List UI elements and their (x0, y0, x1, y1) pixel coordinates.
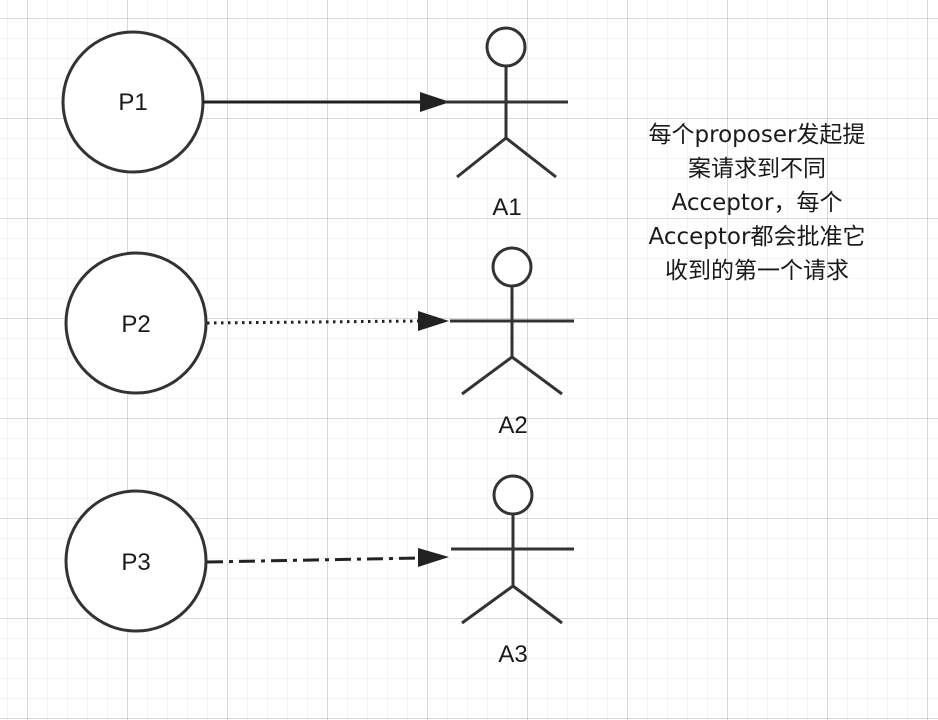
actor-right-leg (512, 584, 563, 625)
arrowhead (418, 311, 449, 331)
proposer-label: P2 (121, 311, 150, 338)
acceptor-a1[interactable]: A1 (445, 26, 568, 221)
proposer-p3[interactable]: P3 (64, 489, 208, 633)
proposer-circle (64, 251, 208, 395)
proposer-label: P3 (121, 549, 150, 576)
proposer-p1[interactable]: P1 (61, 30, 205, 174)
proposer-label: P1 (118, 89, 147, 116)
acceptor-a3[interactable]: A3 (451, 474, 574, 668)
arrowhead (418, 548, 449, 567)
acceptor-label: A1 (492, 194, 521, 221)
acceptor-label: A3 (498, 641, 527, 668)
acceptor-label: A2 (498, 412, 527, 439)
arrow-p1-a1 (203, 92, 450, 112)
arrow-line-dash-dot (206, 556, 421, 564)
actor-head (485, 26, 527, 68)
arrowhead (420, 92, 450, 112)
arrow-p2-a2 (206, 311, 449, 331)
acceptor-a2[interactable]: A2 (450, 246, 574, 439)
actor-head (492, 474, 534, 516)
actor-left-leg (461, 584, 514, 625)
actor-head (491, 246, 533, 288)
annotation-note: 每个proposer发起提 案请求到不同 Acceptor，每个 Accepto… (648, 122, 866, 284)
proposer-circle (64, 489, 208, 633)
actor-left-leg (456, 136, 507, 179)
actor-right-leg (511, 355, 563, 396)
actor-right-leg (505, 136, 557, 179)
arrow-line-dotted (206, 319, 421, 325)
actor-left-leg (461, 355, 513, 396)
arrow-p3-a3 (206, 548, 449, 567)
proposer-p2[interactable]: P2 (64, 251, 208, 395)
